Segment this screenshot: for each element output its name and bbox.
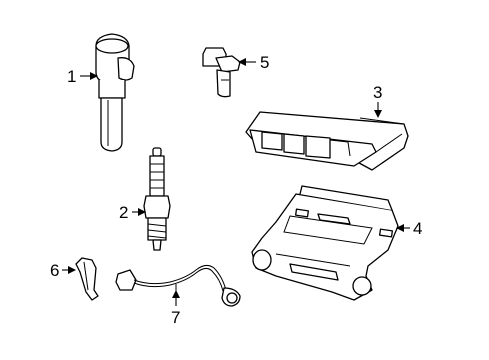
leader-line-3: [374, 102, 382, 118]
wiring-clip: [75, 257, 99, 301]
camshaft-sensor: [202, 47, 241, 98]
ecm-mounting-bracket: [251, 185, 399, 301]
ignition-coil: [95, 33, 135, 152]
leader-line-7: [172, 290, 180, 306]
callout-6: 6: [50, 261, 60, 280]
leader-line-5: [238, 58, 256, 66]
callout-3: 3: [373, 83, 383, 102]
callout-5: 5: [260, 53, 270, 72]
callout-1: 1: [67, 67, 77, 86]
callout-7: 7: [171, 308, 181, 327]
engine-control-module: [245, 111, 409, 171]
knock-sensor-harness: [115, 264, 241, 307]
callout-4: 4: [413, 219, 423, 238]
callout-2: 2: [119, 203, 129, 222]
spark-plug: [143, 147, 171, 251]
leader-line-2: [132, 208, 146, 216]
leader-line-4: [396, 224, 410, 232]
leader-line-1: [80, 72, 98, 80]
leader-line-6: [62, 266, 76, 274]
